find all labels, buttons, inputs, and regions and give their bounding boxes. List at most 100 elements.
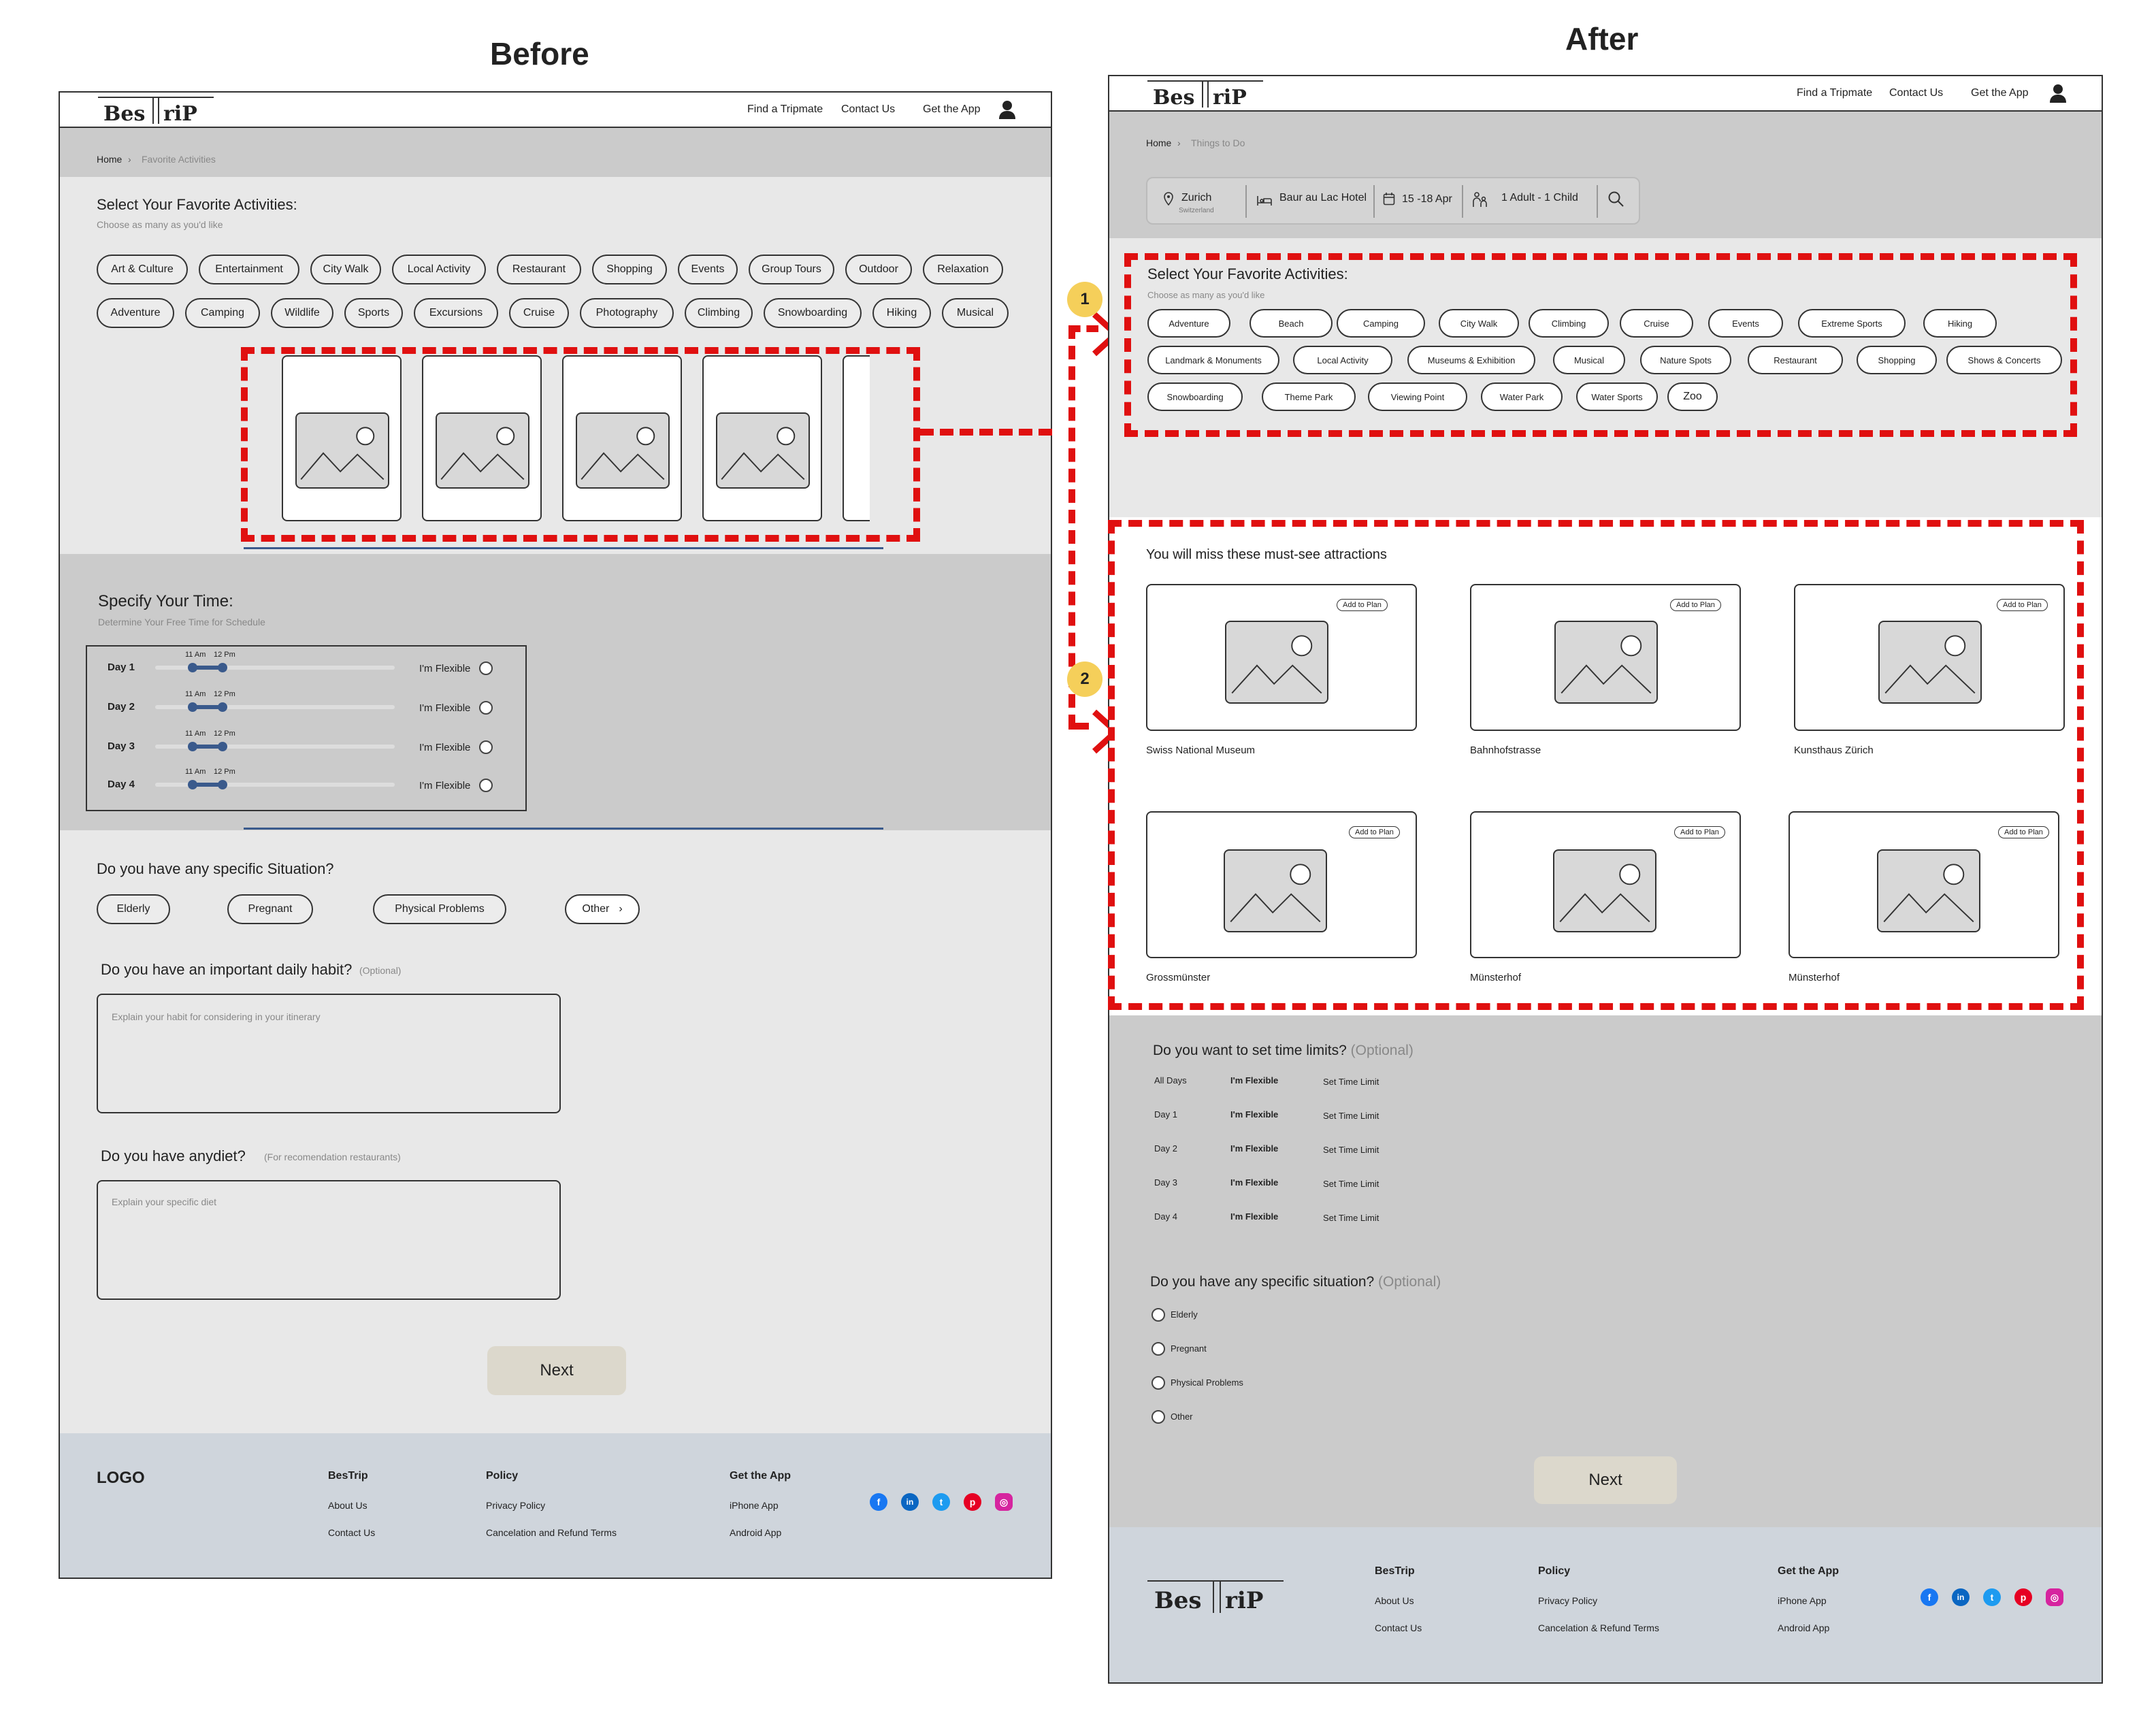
chip-cruise[interactable]: Cruise [1620,309,1693,338]
situation-elderly[interactable]: Elderly [97,894,170,924]
chip-climbing[interactable]: Climbing [1529,309,1609,338]
chip-wildlife[interactable]: Wildlife [271,298,333,328]
habit-textarea[interactable]: Explain your habit for considering in yo… [97,994,561,1113]
flexible-option[interactable]: I'm Flexible [1230,1109,1279,1120]
slider-handle-start[interactable] [188,702,197,712]
instagram-icon[interactable]: ◎ [2046,1588,2063,1606]
nav-find-tripmate[interactable]: Find a Tripmate [1797,87,1873,99]
footer-refund-terms[interactable]: Cancelation & Refund Terms [1538,1622,1659,1633]
attraction-card[interactable]: Add to Plan [1146,811,1417,958]
situation-other-radio[interactable] [1152,1410,1165,1424]
set-time-limit-link[interactable]: Set Time Limit [1323,1179,1379,1189]
nav-contact-us[interactable]: Contact Us [1889,87,1944,99]
flexible-radio[interactable] [479,662,493,675]
chip-shopping[interactable]: Shopping [592,255,667,284]
carousel-scrollbar[interactable] [244,547,883,549]
footer-privacy[interactable]: Privacy Policy [1538,1595,1598,1606]
chip-musical[interactable]: Musical [942,298,1009,328]
add-to-plan-button[interactable]: Add to Plan [1670,599,1721,611]
chip-entertainment[interactable]: Entertainment [199,255,299,284]
chip-musical[interactable]: Musical [1553,346,1625,374]
set-time-limit-link[interactable]: Set Time Limit [1323,1111,1379,1121]
pinterest-icon[interactable]: p [964,1493,981,1511]
slider-handle-end[interactable] [218,702,227,712]
activity-card[interactable] [282,355,402,521]
flexible-option[interactable]: I'm Flexible [1230,1143,1279,1154]
flexible-option[interactable]: I'm Flexible [1230,1177,1279,1188]
search-city[interactable]: Zurich [1181,192,1212,203]
slider-handle-end[interactable] [218,742,227,751]
footer-contact-us[interactable]: Contact Us [328,1527,376,1538]
chip-extreme-sports[interactable]: Extreme Sports [1798,309,1906,338]
attraction-card[interactable]: Add to Plan [1794,584,2065,731]
situation-physical-problems[interactable]: Physical Problems [373,894,506,924]
chip-hiking[interactable]: Hiking [872,298,931,328]
chip-museums-exhibition[interactable]: Museums & Exhibition [1407,346,1535,374]
nav-contact-us[interactable]: Contact Us [841,103,896,115]
chip-snowboarding[interactable]: Snowboarding [764,298,862,328]
chip-camping[interactable]: Camping [185,298,260,328]
chip-excursions[interactable]: Excursions [414,298,498,328]
search-hotel[interactable]: Baur au Lac Hotel [1279,192,1367,203]
chip-cruise[interactable]: Cruise [509,298,569,328]
nav-find-tripmate[interactable]: Find a Tripmate [747,103,823,115]
chip-hiking[interactable]: Hiking [1923,309,1997,338]
user-icon[interactable] [998,99,1017,120]
user-icon[interactable] [2048,83,2068,103]
chip-sports[interactable]: Sports [344,298,403,328]
slider-handle-start[interactable] [188,780,197,789]
chip-adventure[interactable]: Adventure [1147,309,1230,338]
facebook-icon[interactable]: f [1921,1588,1938,1606]
set-time-limit-link[interactable]: Set Time Limit [1323,1077,1379,1087]
facebook-icon[interactable]: f [870,1493,887,1511]
slider-handle-end[interactable] [218,663,227,672]
linkedin-icon[interactable]: in [901,1493,919,1511]
chip-events[interactable]: Events [678,255,738,284]
chip-theme-park[interactable]: Theme Park [1262,382,1356,411]
next-button[interactable]: Next [487,1346,626,1395]
situation-elderly-radio[interactable] [1152,1308,1165,1322]
footer-contact-us[interactable]: Contact Us [1375,1622,1422,1633]
flexible-option[interactable]: I'm Flexible [1230,1075,1279,1085]
footer-about-us[interactable]: About Us [1375,1595,1414,1606]
chip-water-sports[interactable]: Water Sports [1576,382,1658,411]
breadcrumb-home[interactable]: Home [97,154,122,165]
logo[interactable]: Bes riP [1147,80,1263,110]
chip-outdoor[interactable]: Outdoor [845,255,912,284]
add-to-plan-button[interactable]: Add to Plan [1997,599,2048,611]
chip-water-park[interactable]: Water Park [1481,382,1563,411]
slider-handle-start[interactable] [188,663,197,672]
footer-refund-terms[interactable]: Cancelation and Refund Terms [486,1527,617,1538]
footer-about-us[interactable]: About Us [328,1500,368,1511]
situation-physical-radio[interactable] [1152,1376,1165,1390]
footer-android-app[interactable]: Android App [1778,1622,1830,1633]
chip-restaurant[interactable]: Restaurant [1748,346,1843,374]
chip-viewing-point[interactable]: Viewing Point [1368,382,1467,411]
chip-city-walk[interactable]: City Walk [1439,309,1519,338]
situation-pregnant-radio[interactable] [1152,1342,1165,1356]
set-time-limit-link[interactable]: Set Time Limit [1323,1213,1379,1223]
attraction-card[interactable]: Add to Plan [1788,811,2059,958]
footer-android-app[interactable]: Android App [730,1527,782,1538]
footer-iphone-app[interactable]: iPhone App [730,1500,779,1511]
slider-handle-start[interactable] [188,742,197,751]
breadcrumb-home[interactable]: Home [1146,137,1172,148]
add-to-plan-button[interactable]: Add to Plan [1349,826,1400,838]
attraction-card[interactable]: Add to Plan [1470,811,1741,958]
chip-zoo[interactable]: Zoo [1667,382,1718,411]
add-to-plan-button[interactable]: Add to Plan [1337,599,1388,611]
add-to-plan-button[interactable]: Add to Plan [1674,826,1725,838]
chip-adventure[interactable]: Adventure [97,298,174,328]
flexible-radio[interactable] [479,779,493,792]
chip-art-culture[interactable]: Art & Culture [97,255,188,284]
flexible-radio[interactable] [479,740,493,754]
footer-iphone-app[interactable]: iPhone App [1778,1595,1827,1606]
search-dates[interactable]: 15 -18 Apr [1402,193,1452,205]
chip-nature-spots[interactable]: Nature Spots [1640,346,1731,374]
pinterest-icon[interactable]: p [2014,1588,2032,1606]
activity-card[interactable] [422,355,542,521]
chip-city-walk[interactable]: City Walk [310,255,381,284]
next-button[interactable]: Next [1534,1456,1677,1504]
flexible-option[interactable]: I'm Flexible [1230,1211,1279,1222]
chip-camping[interactable]: Camping [1337,309,1425,338]
